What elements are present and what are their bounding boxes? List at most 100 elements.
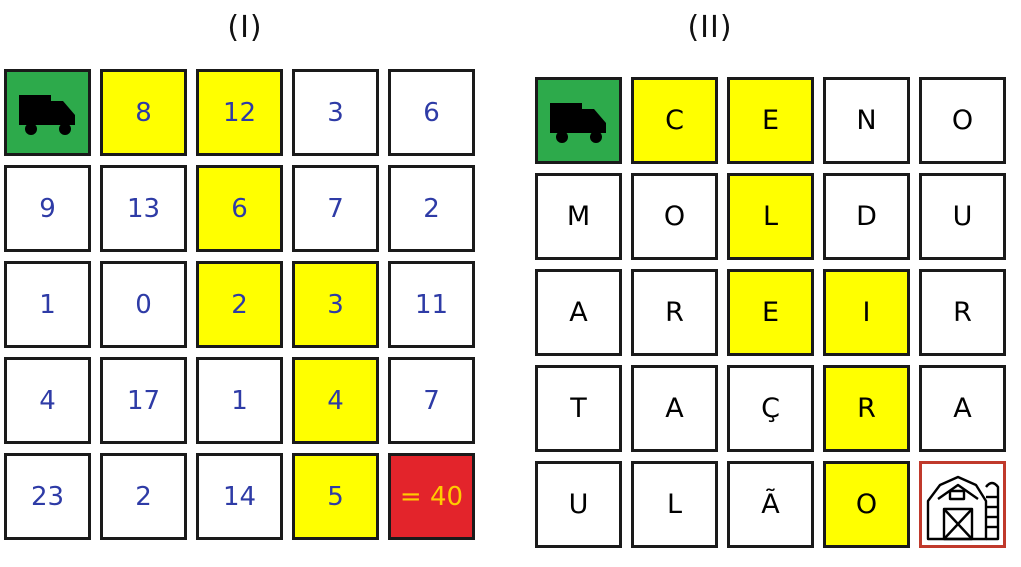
number-grid-cell-value: 4 [327, 385, 344, 416]
number-grid-cell-value: 1 [39, 289, 56, 320]
letter-grid-cell-r1-c5: O [919, 77, 1006, 164]
letter-grid-cell-r4-c4: R [823, 365, 910, 452]
letter-grid-cell-r5-c3: Ã [727, 461, 814, 548]
number-grid-cell-r5-c4: 5 [292, 453, 379, 540]
letter-grid-cell-value: A [953, 393, 972, 424]
number-grid-cell-r4-c3: 1 [196, 357, 283, 444]
number-grid-cell-value: 5 [327, 481, 344, 512]
letter-grid-cell-r2-c3: L [727, 173, 814, 260]
number-grid-cell-value: 1 [231, 385, 248, 416]
number-grid-cell-r3-c4: 3 [292, 261, 379, 348]
letter-grid-cell-r1-c3: E [727, 77, 814, 164]
letter-grid-cell-value: T [570, 393, 587, 424]
number-grid-cell-value: 7 [423, 385, 440, 416]
number-grid-cell-r5-c5: = 40 [388, 453, 475, 540]
letter-grid-cell-value: A [665, 393, 684, 424]
number-grid-cell-value: 14 [222, 481, 257, 512]
letter-grid-cell-value: O [663, 201, 686, 232]
number-grid-cell-r2-c2: 13 [100, 165, 187, 252]
letter-grid-cell-value: U [568, 489, 589, 520]
letter-grid-cell-r3-c2: R [631, 269, 718, 356]
letter-grid-cell-value: O [951, 105, 974, 136]
barn-icon [924, 467, 1002, 543]
puzzle-2-title: (II) [687, 10, 733, 45]
number-grid-cell-value: 8 [135, 97, 152, 128]
number-grid-cell-r2-c5: 2 [388, 165, 475, 252]
number-grid-cell-value: 9 [39, 193, 56, 224]
letter-grid-cell-r4-c2: A [631, 365, 718, 452]
letter-grid-cell-value: Ã [761, 489, 780, 520]
letter-grid-cell-r3-c1: A [535, 269, 622, 356]
letter-grid-cell-r5-c5 [919, 461, 1006, 548]
truck-icon [17, 89, 79, 137]
letter-grid-cell-value: E [761, 105, 780, 136]
number-grid-cell-r4-c1: 4 [4, 357, 91, 444]
number-grid-cell-r4-c2: 17 [100, 357, 187, 444]
letter-grid-cell-value: Ç [761, 393, 780, 424]
number-grid-cell-value: 17 [126, 385, 161, 416]
number-grid-cell-r2-c1: 9 [4, 165, 91, 252]
number-grid-cell-r4-c4: 4 [292, 357, 379, 444]
letter-grid-cell-r2-c2: O [631, 173, 718, 260]
number-grid-cell-value: 3 [327, 97, 344, 128]
number-grid-cell-value: 7 [327, 193, 344, 224]
number-grid-cell-r2-c4: 7 [292, 165, 379, 252]
letter-grid-cell-value: R [857, 393, 876, 424]
number-grid-cell-value: 6 [231, 193, 248, 224]
letter-grid-cell-r4-c1: T [535, 365, 622, 452]
number-grid-cell-value: 13 [126, 193, 161, 224]
number-grid-cell-r5-c1: 23 [4, 453, 91, 540]
number-grid-cell-r4-c5: 7 [388, 357, 475, 444]
letter-grid-cell-r3-c5: R [919, 269, 1006, 356]
letter-grid-cell-r4-c5: A [919, 365, 1006, 452]
letter-grid-cell-r3-c3: E [727, 269, 814, 356]
number-grid-cell-r3-c2: 0 [100, 261, 187, 348]
letter-grid-cell-value: R [665, 297, 684, 328]
letter-grid-cell-value: U [952, 201, 973, 232]
number-grid-cell-r5-c2: 2 [100, 453, 187, 540]
number-grid-cell-value: 0 [135, 289, 152, 320]
number-grid-cell-value: 11 [414, 289, 449, 320]
letter-grid-cell-value: A [569, 297, 588, 328]
letter-grid-cell-r2-c5: U [919, 173, 1006, 260]
letter-grid-cell-r2-c4: D [823, 173, 910, 260]
number-grid-cell-value: 2 [231, 289, 248, 320]
number-grid-cell-r2-c3: 6 [196, 165, 283, 252]
letter-grid-cell-value: L [762, 201, 779, 232]
letter-grid-cell-value: O [855, 489, 878, 520]
number-grid-cell-r1-c5: 6 [388, 69, 475, 156]
number-grid-cell-value: 4 [39, 385, 56, 416]
number-grid-cell-r1-c3: 12 [196, 69, 283, 156]
truck-icon [548, 97, 610, 145]
number-grid-cell-r3-c5: 11 [388, 261, 475, 348]
letter-grid-cell-r1-c2: C [631, 77, 718, 164]
number-grid-cell-r1-c2: 8 [100, 69, 187, 156]
number-grid-cell-value: 6 [423, 97, 440, 128]
letter-grid-cell-value: M [566, 201, 591, 232]
letter-grid-cell-value: E [761, 297, 780, 328]
number-grid-cell-value: 12 [222, 97, 257, 128]
letter-grid-cell-r3-c4: I [823, 269, 910, 356]
number-grid-cell-value: 3 [327, 289, 344, 320]
letter-grid-cell-value: L [666, 489, 683, 520]
number-grid-cell-value: 2 [135, 481, 152, 512]
letter-grid-cell-value: D [856, 201, 877, 232]
letter-grid-cell-r5-c2: L [631, 461, 718, 548]
number-grid-cell-value: 2 [423, 193, 440, 224]
number-grid-cell-r1-c1 [4, 69, 91, 156]
letter-grid-cell-value: I [862, 297, 871, 328]
letter-grid-cell-value: N [856, 105, 877, 136]
number-grid-cell-r5-c3: 14 [196, 453, 283, 540]
letter-grid-cell-r5-c1: U [535, 461, 622, 548]
number-grid-cell-r3-c1: 1 [4, 261, 91, 348]
letter-grid-cell-r1-c4: N [823, 77, 910, 164]
number-grid-cell-value: = 40 [399, 481, 464, 512]
letter-grid-cell-r5-c4: O [823, 461, 910, 548]
letter-grid-cell-value: C [665, 105, 684, 136]
letter-grid-cell-r2-c1: M [535, 173, 622, 260]
number-grid-cell-r1-c4: 3 [292, 69, 379, 156]
puzzle-1-title: (I) [227, 10, 263, 45]
number-grid-cell-r3-c3: 2 [196, 261, 283, 348]
letter-grid-cell-r1-c1 [535, 77, 622, 164]
number-grid-cell-value: 23 [30, 481, 65, 512]
